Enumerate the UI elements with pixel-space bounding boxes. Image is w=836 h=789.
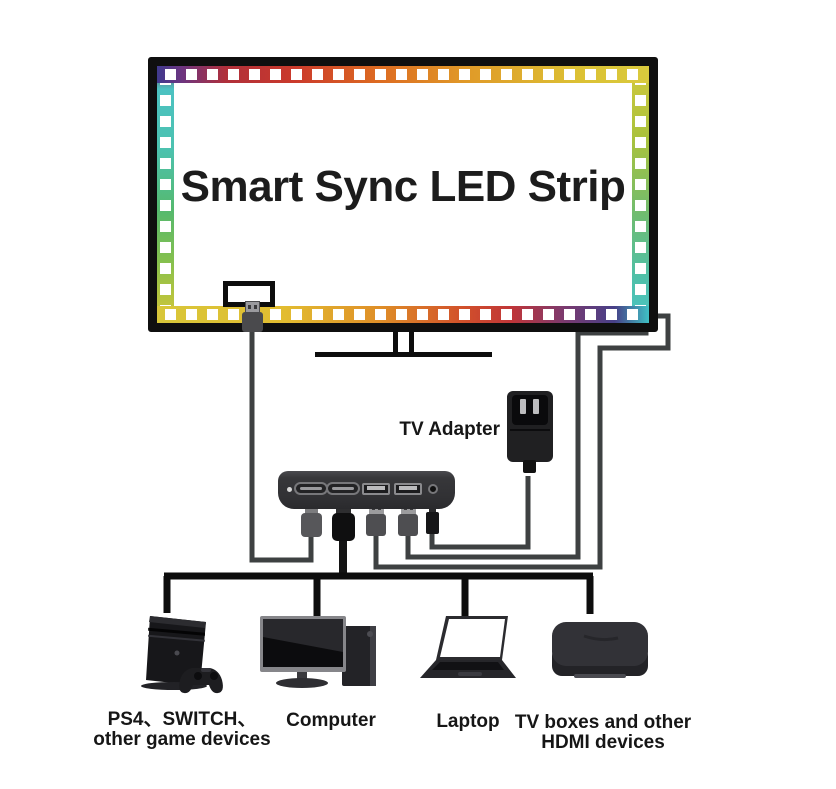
ps4-console-image: [141, 616, 223, 694]
device-label-laptop: Laptop: [408, 712, 528, 732]
led-strip-left: [157, 66, 174, 323]
dc-power-port: [428, 484, 438, 494]
strip-controller-mount: [223, 281, 275, 307]
adapter-label: TV Adapter: [399, 419, 500, 440]
tv-box-image: [552, 622, 648, 678]
led-strip-cable: [249, 330, 314, 563]
laptop-image: [420, 616, 516, 678]
led-pixels: [160, 69, 646, 80]
led-strip-right: [632, 66, 649, 323]
strip-connector-plug: [242, 312, 263, 332]
usb-cable-1: [373, 313, 671, 570]
device-label-computer: Computer: [271, 711, 391, 731]
usb-port-1: [362, 483, 390, 495]
hdmi-port-1: [294, 482, 328, 495]
label-line: TV boxes and other: [514, 712, 692, 733]
hdmi-plug-gray: [301, 506, 322, 537]
led-pixels: [160, 309, 646, 320]
label-line: other game devices: [93, 729, 271, 750]
label-line: Computer: [286, 710, 376, 731]
led-strip-top: [157, 66, 649, 83]
device-label-tv-box: TV boxes and other HDMI devices: [513, 713, 693, 753]
hdmi-port-2: [326, 482, 360, 495]
tv-stand-base: [315, 352, 492, 357]
adapter-plug-face: [512, 395, 548, 425]
led-pixels: [635, 69, 646, 320]
usb-port-2: [394, 483, 422, 495]
tv-frame: Smart Sync LED Strip: [148, 57, 658, 332]
label-line: HDMI devices: [541, 732, 665, 753]
usb-cable-2: [405, 328, 649, 560]
tv-stand-post: [409, 331, 414, 353]
label-line: PS4、SWITCH、: [107, 709, 257, 730]
power-cable: [429, 476, 531, 550]
label-line: Laptop: [436, 711, 500, 732]
game-controller-icon: [179, 668, 223, 694]
tv-stand-post: [393, 331, 398, 353]
dc-plug: [426, 505, 439, 534]
diagram-title: Smart Sync LED Strip: [180, 162, 626, 211]
usb-plug-1: [366, 505, 386, 536]
sync-box: [278, 471, 455, 509]
led-strip-bottom: [157, 306, 649, 323]
hdmi-plug-black: [332, 506, 355, 541]
device-label-game-consoles: PS4、SWITCH、 other game devices: [86, 710, 278, 750]
computer-image: [260, 616, 376, 688]
status-led: [287, 487, 292, 492]
adapter-seam: [510, 429, 550, 431]
led-pixels: [160, 69, 171, 320]
plug-prong-icon: [533, 399, 539, 414]
usb-plug-2: [398, 505, 418, 536]
adapter-cable-tip: [523, 460, 536, 473]
tv-adapter: [507, 391, 553, 473]
plug-prong-icon: [520, 399, 526, 414]
